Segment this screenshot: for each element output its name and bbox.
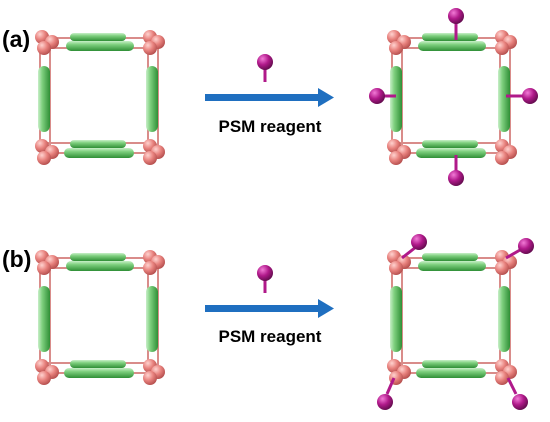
reagent-icon-a [257,54,273,82]
organic-linkers [390,253,510,378]
connector-rods [391,257,511,374]
linker-top-front [66,41,134,51]
attached-reagents [377,234,534,410]
metal-nodes [387,30,517,165]
panel-label-b: (b) [2,246,31,272]
metal-nodes [35,250,165,385]
framework-cube-after-a [369,8,538,186]
panel-label-a: (a) [2,26,30,52]
connector-rods [39,37,159,154]
attached-reagents [369,8,538,186]
organic-linkers [390,33,510,158]
metal-nodes [35,30,165,165]
reagent-icon-b [257,265,273,293]
reagent-label-a: PSM reagent [219,117,322,136]
connector-rods [39,257,159,374]
linker-left [38,66,50,132]
organic-linkers [38,253,158,378]
panel-b: (b) [2,234,534,410]
right-arrow-icon-b [205,299,334,318]
linker-top-back [70,33,126,41]
right-arrow-icon-a [205,88,334,107]
linker-bottom-front [64,148,134,158]
framework-cube-before-a [35,30,165,165]
framework-cube-after-b [377,234,534,410]
connector-rods [391,37,511,154]
linker-right [146,66,158,132]
reagent-label-b: PSM reagent [219,327,322,346]
organic-linkers [38,33,158,158]
framework-cube-before-b [35,250,165,385]
linker-bottom-back [70,140,126,148]
panel-a: (a) [2,8,538,186]
